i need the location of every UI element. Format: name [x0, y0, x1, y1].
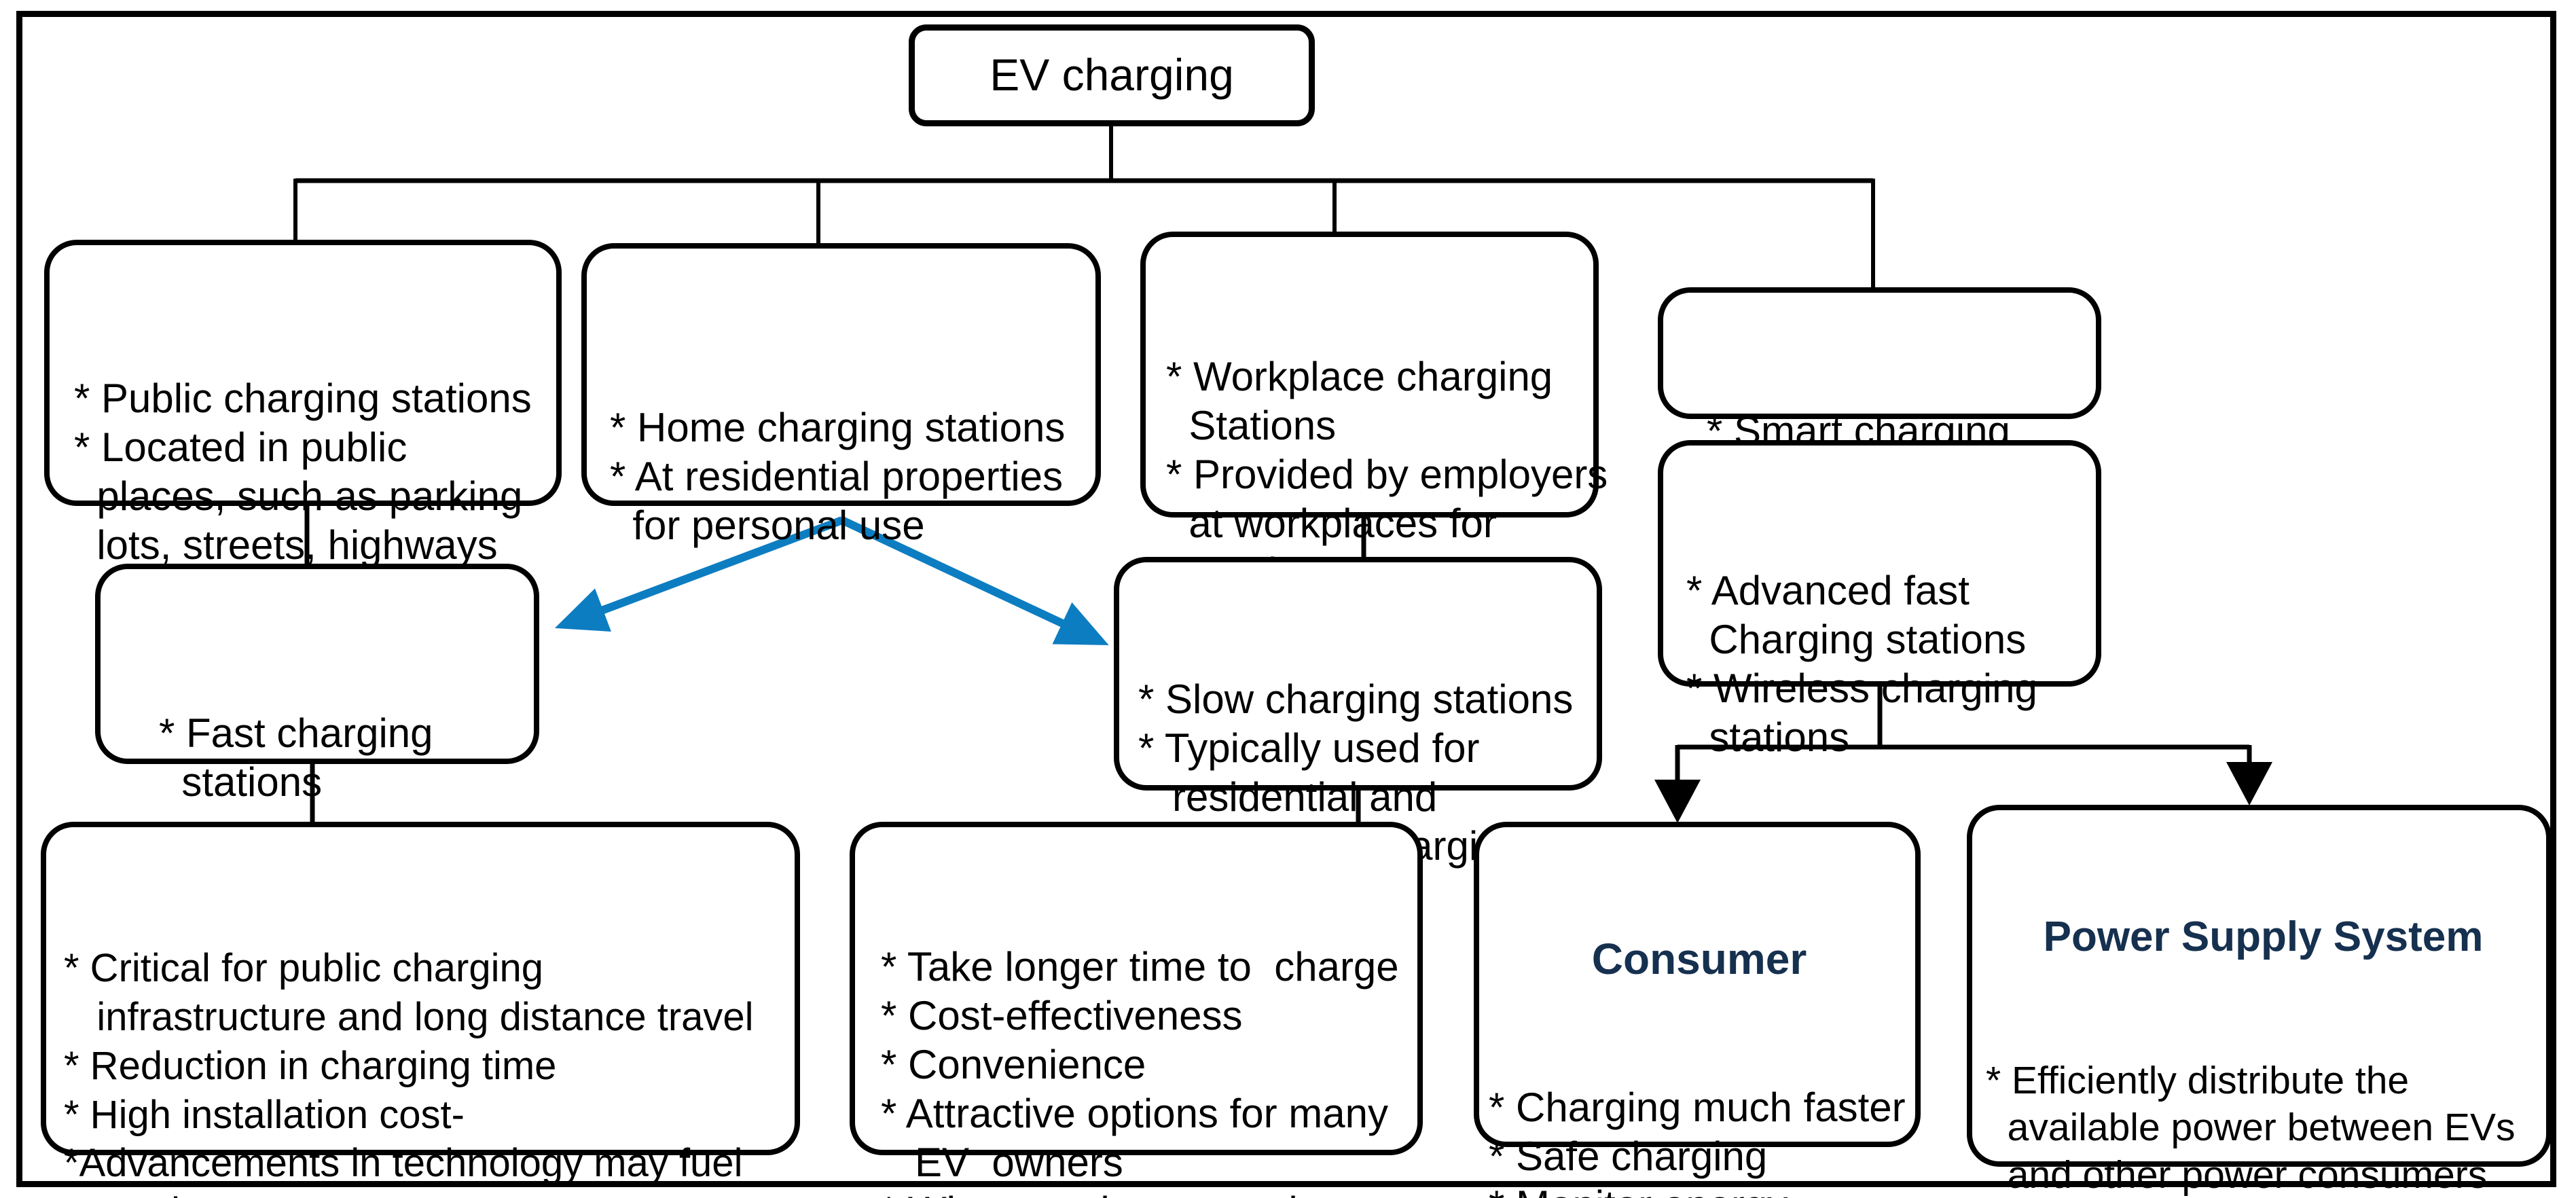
box-consumer: Consumer * Charging much faster * Safe c… [1474, 822, 1921, 1198]
box-power-supply-system: Power Supply System * Efficiently distri… [1967, 805, 2552, 1197]
blue-arrow-home-to-fast [554, 516, 844, 632]
box-home-charging: * Home charging stations * At residentia… [581, 243, 1101, 548]
public-charging-text: * Public charging stations * Located in … [74, 376, 532, 568]
arrowhead-power [2226, 762, 2272, 805]
advanced-wireless-text: * Advanced fast Charging stations * Wire… [1686, 568, 2037, 760]
blue-arrow-home-to-slow [840, 516, 1109, 645]
power-supply-title: Power Supply System [2043, 913, 2484, 961]
consumer-text: * Charging much faster * Safe charging *… [1489, 1084, 1906, 1198]
box-public-charging: * Public charging stations * Located in … [44, 240, 562, 568]
arrowhead-consumer [1654, 780, 1701, 823]
home-charging-text: * Home charging stations * At residentia… [610, 405, 1066, 548]
consumer-title: Consumer [1591, 934, 1807, 983]
fast-charging-text: * Fast charging stations [159, 710, 433, 805]
box-ev-charging: EV charging [909, 24, 1315, 126]
outer-border [16, 11, 2556, 1187]
box-slow-charging: * Slow charging stations * Typically use… [1114, 557, 1602, 869]
box-workplace-charging: * Workplace charging Stations * Provided… [1140, 232, 1608, 595]
box-smart-charging: * Smart charging stations [1658, 287, 2101, 503]
box-fast-charging: * Fast charging stations [95, 564, 539, 805]
slow-charging-details-text: * Take longer time to charge * Cost-effe… [881, 944, 1399, 1198]
fast-charging-details-text: * Critical for public charging infrastru… [64, 945, 754, 1198]
box-fast-charging-details: * Critical for public charging infrastru… [41, 822, 800, 1198]
power-supply-text: * Efficiently distribute the available p… [1986, 1058, 2516, 1197]
box-slow-charging-details: * Take longer time to charge * Cost-effe… [850, 822, 1423, 1198]
box-advanced-wireless-charging: * Advanced fast Charging stations * Wire… [1658, 440, 2101, 760]
ev-charging-label: EV charging [990, 50, 1234, 101]
